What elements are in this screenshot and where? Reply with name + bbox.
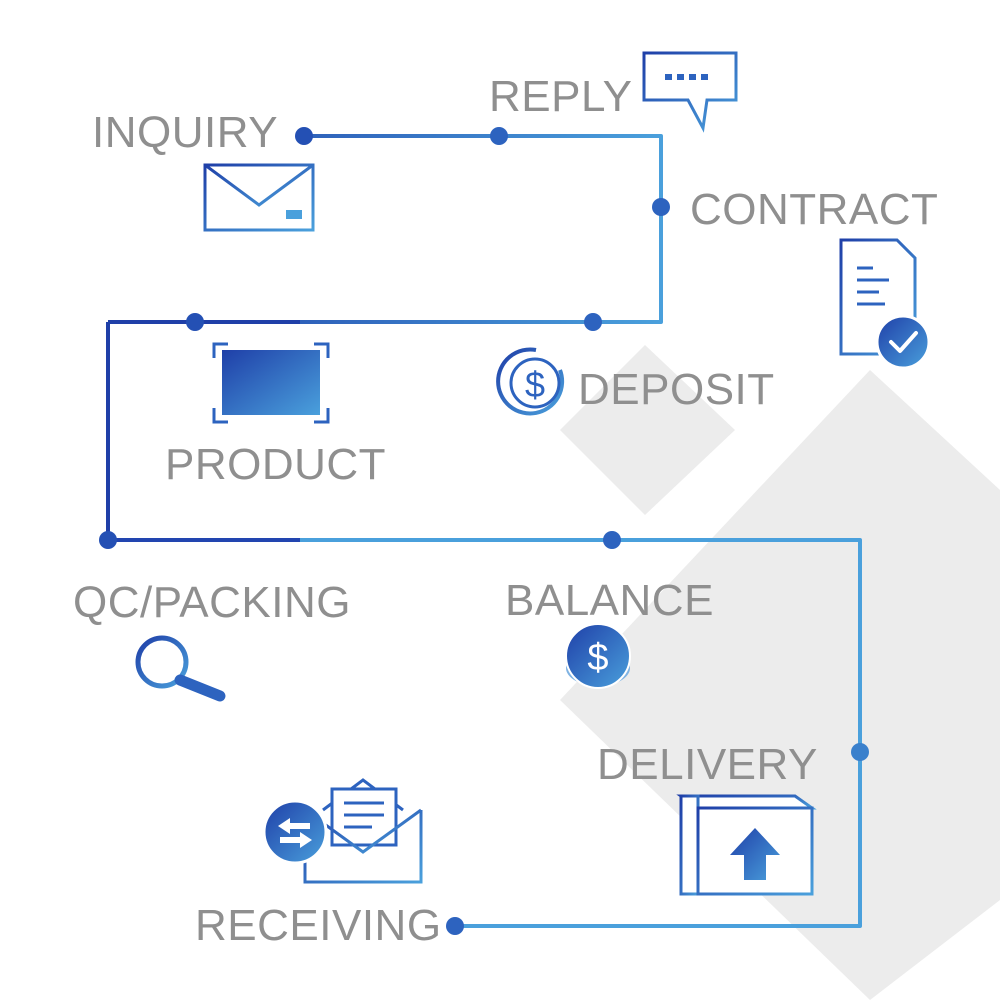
coin-icon: $ — [565, 623, 631, 689]
background-decoration — [560, 345, 1000, 1000]
svg-text:$: $ — [587, 637, 608, 679]
step-label-delivery: DELIVERY — [597, 740, 818, 789]
node-delivery — [851, 743, 869, 761]
step-label-inquiry: INQUIRY — [92, 108, 278, 157]
node-receiving — [446, 917, 464, 935]
step-label-product: PRODUCT — [165, 440, 386, 489]
node-contract — [652, 198, 670, 216]
step-label-balance: BALANCE — [505, 576, 714, 625]
envelope-icon — [203, 163, 315, 232]
dollar-circle-icon: $ — [496, 347, 565, 416]
step-label-reply: REPLY — [489, 72, 633, 121]
document-check-icon — [839, 238, 931, 370]
speech-bubble-icon — [642, 51, 738, 133]
box-arrow-icon — [676, 794, 817, 896]
flow-nodes — [99, 127, 869, 935]
node-deposit — [584, 313, 602, 331]
node-balance — [603, 531, 621, 549]
magnifier-icon — [135, 635, 226, 702]
step-label-receiving: RECEIVING — [195, 901, 442, 950]
node-inquiry — [295, 127, 313, 145]
step-label-contract: CONTRACT — [690, 185, 938, 234]
step-label-qc-packing: QC/PACKING — [73, 578, 351, 627]
node-reply — [490, 127, 508, 145]
product-frame-icon — [212, 342, 330, 424]
svg-text:$: $ — [525, 364, 545, 405]
mail-exchange-icon — [262, 778, 423, 884]
step-label-deposit: DEPOSIT — [578, 365, 775, 414]
node-qc-packing — [99, 531, 117, 549]
node-product — [186, 313, 204, 331]
